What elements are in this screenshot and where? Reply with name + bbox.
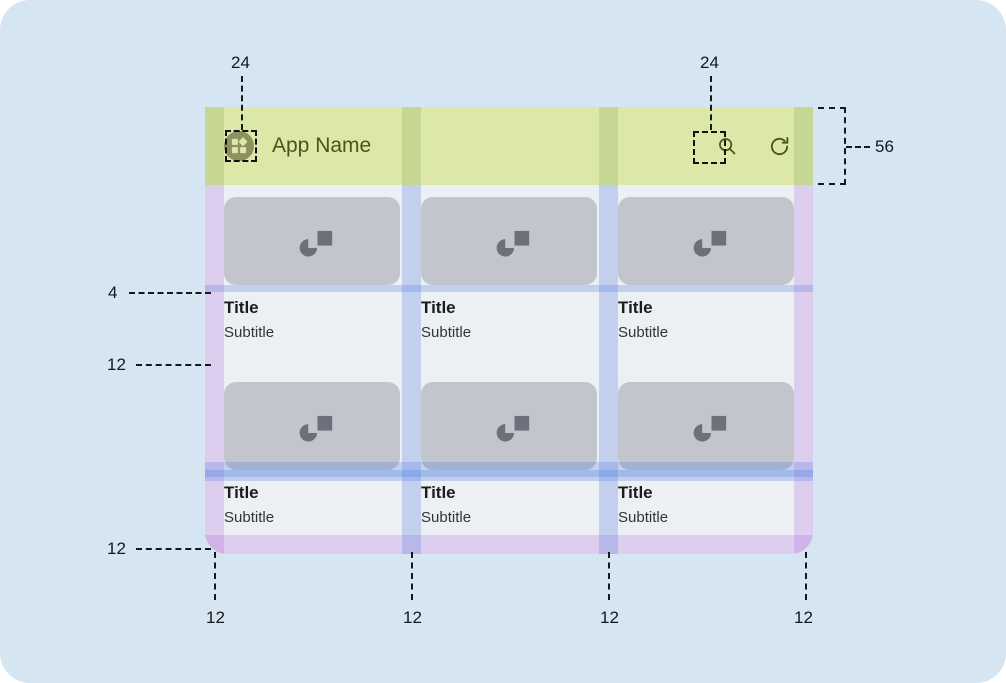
card-subtitle: Subtitle [224,324,275,341]
card-thumbnail [224,382,400,470]
card-subtitle: Subtitle [224,509,275,526]
search-icon[interactable] [716,135,738,157]
card-title: Title [421,298,456,317]
card-thumbnail [224,197,400,285]
app-grid-icon [224,131,254,161]
card-title: Title [224,298,259,317]
leader-gutter-a [214,552,216,600]
leader-touch-left [241,76,243,130]
annotation-gutter-b: 12 [403,608,422,627]
leader-appbar-height [846,146,870,148]
image-placeholder-icon [299,415,333,442]
card-thumbnail [421,197,597,285]
annotation-gutter-c: 12 [600,608,619,627]
card-subtitle: Subtitle [421,509,472,526]
image-placeholder-icon [496,415,530,442]
app-title: App Name [272,134,372,157]
image-placeholder-icon [693,415,727,442]
annotation-touch-left: 24 [231,53,250,72]
card-thumbnail [421,382,597,470]
annotation-row-gap: 12 [107,355,126,374]
card[interactable]: Title Subtitle [224,382,400,529]
annotation-title-gap: 4 [108,283,118,302]
card-title: Title [618,483,653,502]
app-bar-leading: App Name [205,131,716,161]
annotation-gutter-a: 12 [206,608,225,627]
card-subtitle: Subtitle [618,324,669,341]
card[interactable]: Title Subtitle [421,382,597,529]
app-bar: App Name [205,107,813,185]
card-title: Title [421,483,456,502]
card-text: Title Subtitle [421,470,597,529]
card[interactable]: Title Subtitle [618,197,794,344]
card-subtitle: Subtitle [618,509,669,526]
leader-gutter-b [411,552,413,600]
appbar-height-bracket [818,107,846,185]
leader-touch-right [710,76,712,130]
card-text: Title Subtitle [224,470,400,529]
app-bar-actions [716,135,813,158]
image-placeholder-icon [496,230,530,257]
app-menu-button[interactable] [224,131,254,161]
card-thumbnail [618,382,794,470]
leader-title-gap [129,292,211,294]
card-text: Title Subtitle [618,285,794,344]
card-subtitle: Subtitle [421,324,472,341]
annotation-gutter-d: 12 [794,608,813,627]
card-text: Title Subtitle [224,285,400,344]
leader-gutter-d [805,552,807,600]
image-placeholder-icon [299,230,333,257]
annotation-touch-right: 24 [700,53,719,72]
card[interactable]: Title Subtitle [421,197,597,344]
annotation-appbar-height: 56 [875,137,894,156]
image-placeholder-icon [693,230,727,257]
card-text: Title Subtitle [421,285,597,344]
refresh-icon[interactable] [768,135,791,158]
device-frame: App Name [205,107,813,554]
card-title: Title [618,298,653,317]
card-text: Title Subtitle [618,470,794,529]
card-thumbnail [618,197,794,285]
card-title: Title [224,483,259,502]
leader-row-gap [136,364,211,366]
leader-gutter-c [608,552,610,600]
card[interactable]: Title Subtitle [618,382,794,529]
card-grid: Title Subtitle Title Subtitle [205,185,813,554]
leader-bottom-margin [136,548,211,550]
card[interactable]: Title Subtitle [224,197,400,344]
annotation-bottom-margin: 12 [107,539,126,558]
